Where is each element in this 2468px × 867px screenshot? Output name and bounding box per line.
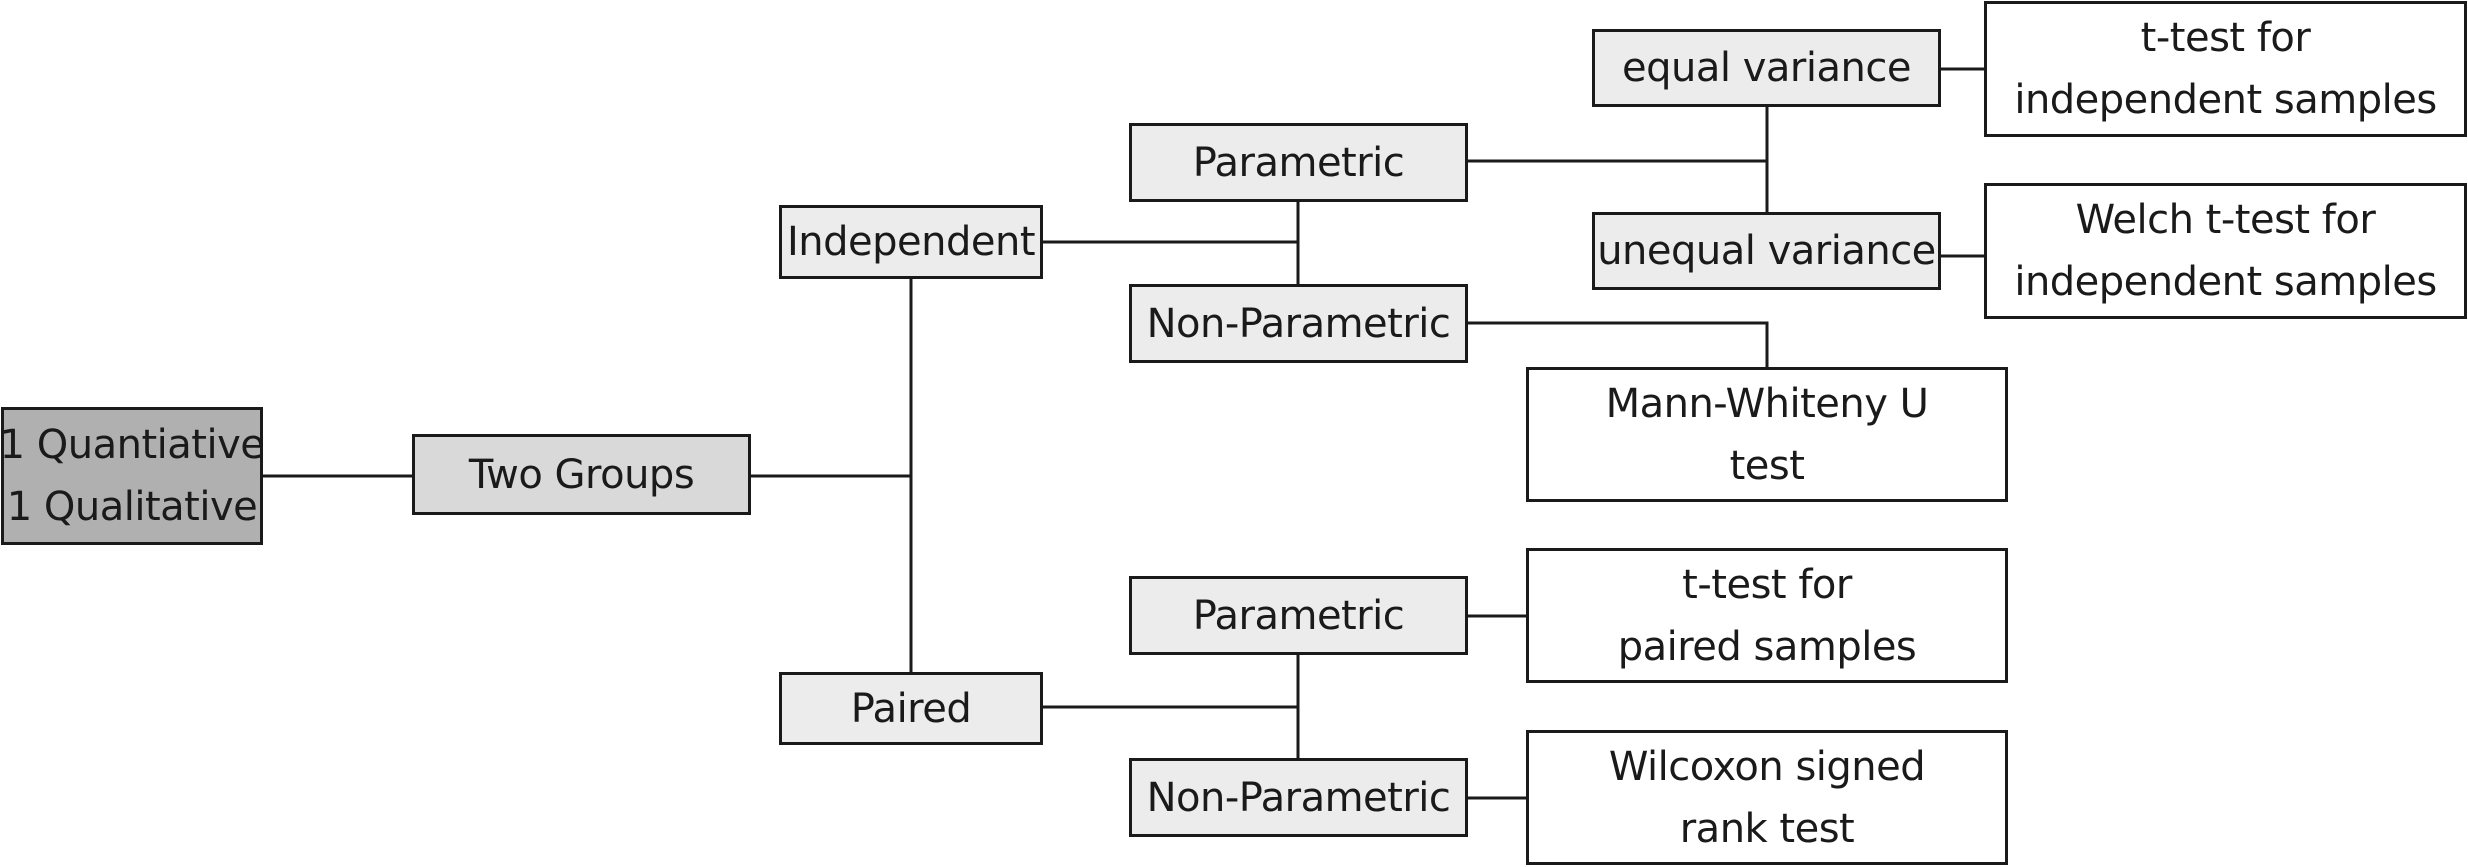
equal-variance-node: equal variance (1592, 29, 1941, 107)
ttest-independent-line-1: t-test for (2140, 15, 2311, 61)
paired-nonparametric-node: Non-Parametric (1129, 758, 1468, 837)
wilcoxon-line-1: Wilcoxon signed (1608, 743, 1926, 790)
independent-node: Independent (779, 205, 1043, 279)
paired-nonparametric-label: Non-Parametric (1146, 774, 1451, 821)
ttest-independent-node: t-test for independent samples (1984, 1, 2467, 137)
root-line-1: 1 Quantiative (0, 422, 265, 468)
independent-parametric-label: Parametric (1192, 139, 1405, 186)
paired-parametric-node: Parametric (1129, 576, 1468, 655)
wilcoxon-node: Wilcoxon signed rank test (1526, 730, 2008, 865)
independent-nonparametric-label: Non-Parametric (1146, 300, 1451, 347)
root-node-variables: 1 Quantiative 1 Qualitative (0, 407, 265, 545)
two-groups-node: Two Groups (412, 434, 751, 515)
ttest-paired-line-1: t-test for (1682, 561, 1852, 608)
independent-parametric-node: Parametric (1129, 123, 1468, 202)
paired-parametric-label: Parametric (1192, 592, 1405, 639)
mann-whitney-node: Mann-Whiteny U test (1526, 367, 2008, 502)
two-groups-label: Two Groups (468, 451, 695, 498)
paired-label: Paired (850, 685, 972, 732)
independent-nonparametric-node: Non-Parametric (1129, 284, 1468, 363)
equal-variance-label: equal variance (1622, 45, 1911, 91)
welch-ttest-node: Welch t-test for independent samples (1984, 183, 2467, 319)
ttest-paired-line-2: paired samples (1617, 623, 1917, 670)
wilcoxon-line-2: rank test (1679, 805, 1855, 852)
unequal-variance-label: unequal variance (1597, 228, 1936, 274)
ttest-independent-line-2: independent samples (2014, 77, 2437, 123)
mann-whitney-line-1: Mann-Whiteny U (1605, 380, 1929, 427)
root-line-2: 1 Qualitative (6, 484, 258, 530)
unequal-variance-node: unequal variance (1592, 212, 1941, 290)
welch-ttest-line-1: Welch t-test for (2075, 197, 2376, 243)
independent-label: Independent (786, 219, 1036, 265)
mann-whitney-line-2: test (1729, 442, 1805, 489)
ttest-paired-node: t-test for paired samples (1526, 548, 2008, 683)
paired-node: Paired (779, 672, 1043, 745)
welch-ttest-line-2: independent samples (2014, 259, 2437, 305)
